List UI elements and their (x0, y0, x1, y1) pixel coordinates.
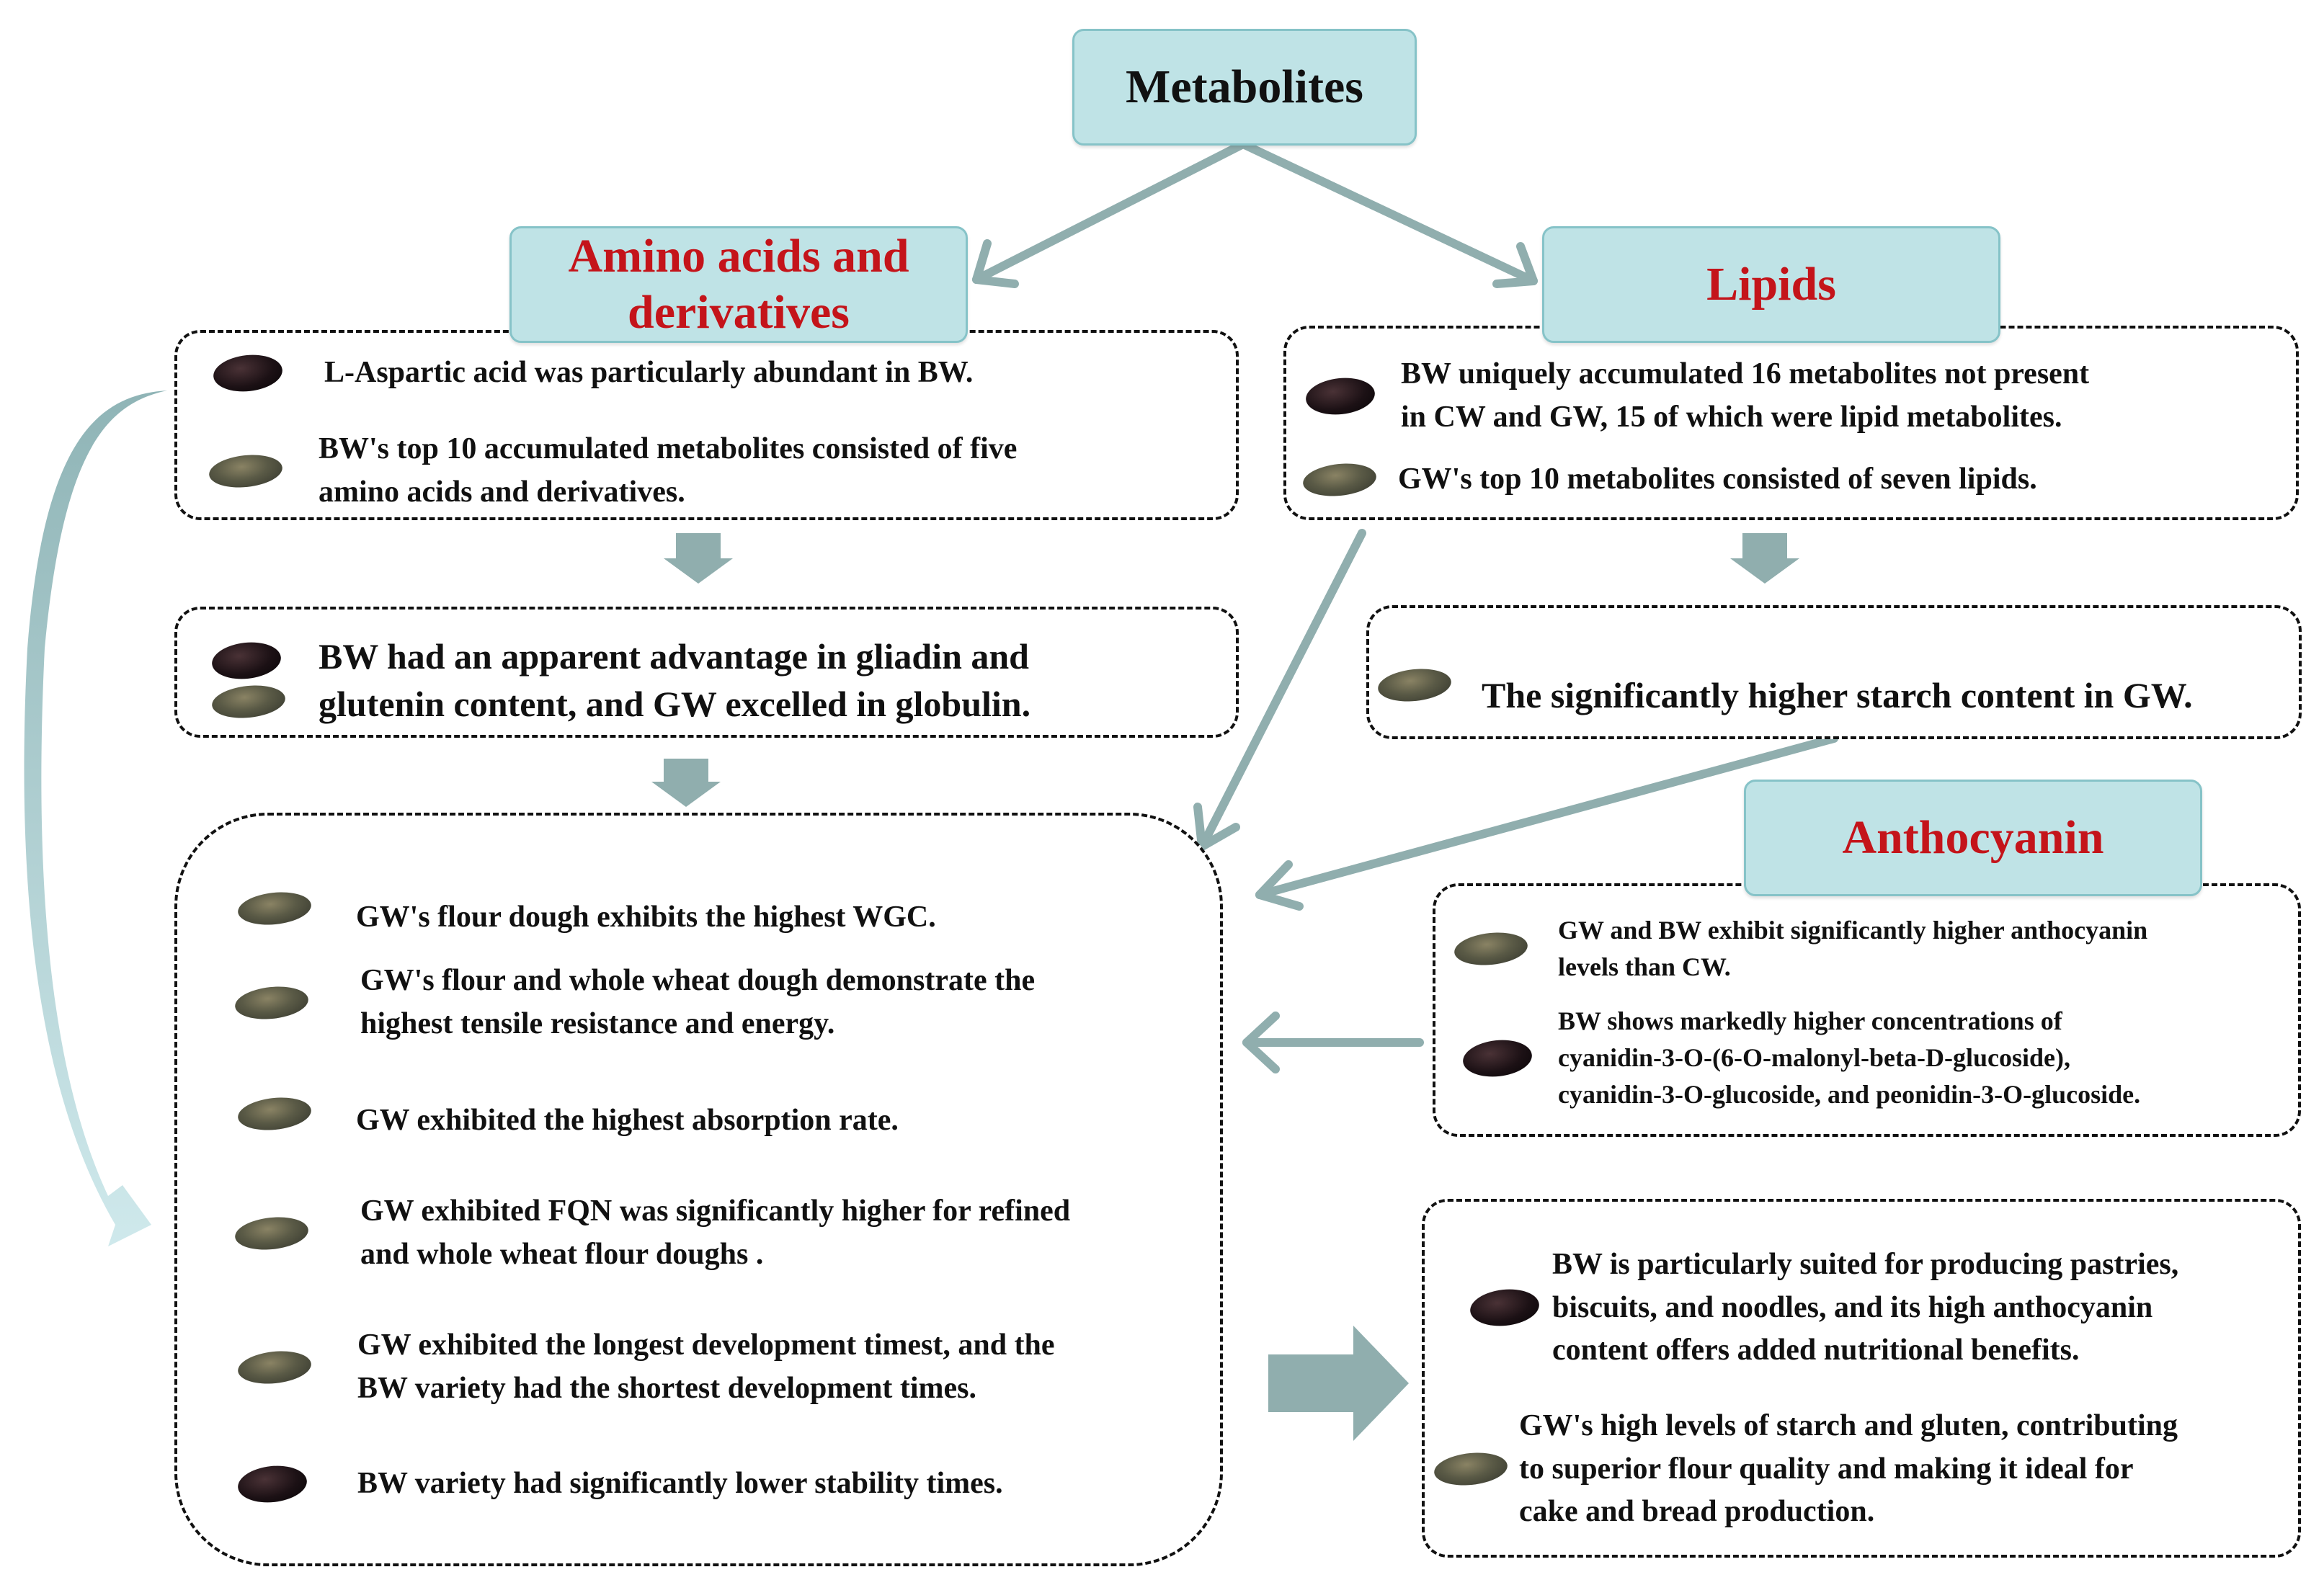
green-seed-icon (236, 888, 313, 929)
dough-item-1: GW's flour dough exhibits the highest WG… (236, 878, 936, 939)
conclusion-box (1422, 1199, 2301, 1558)
dough-item-5-text: GW exhibited the longest development tim… (357, 1329, 1055, 1405)
arrowhead-starch-dough (1255, 860, 1304, 911)
amino-item-1: L-Aspartic acid was particularly abundan… (211, 351, 974, 395)
header-lipids: Lipids (1542, 226, 2000, 343)
arrowhead-lipids-dough (1193, 803, 1240, 851)
arrow-lipids-to-dough (1198, 529, 1366, 851)
curved-arrow-amino-to-dough (24, 390, 167, 1246)
lipids-item-1: BW uniquely accumulated 16 metabolites n… (1304, 353, 2090, 439)
conclusion-item-2: GW's high levels of starch and gluten, c… (1432, 1405, 2178, 1534)
black-seed-icon (1468, 1286, 1541, 1330)
dough-item-3-text: GW exhibited the highest absorption rate… (356, 1104, 899, 1137)
anthocyanin-item-1: GW and BW exhibit significantly higher a… (1452, 912, 2148, 986)
starch-box (1366, 605, 2302, 739)
conclusion-item-1-text: BW is particularly suited for producing … (1552, 1248, 2179, 1367)
arrow-starch-to-dough (1255, 734, 1838, 899)
dough-item-2: GW's flour and whole wheat dough demonst… (233, 960, 1036, 1045)
dough-properties-box (174, 813, 1223, 1566)
starch-item: The significantly higher starch content … (1376, 648, 2193, 721)
protein-seed-pair (210, 639, 288, 722)
arrow-metabolites-to-lipids (1239, 140, 1538, 285)
green-seed-icon (1432, 1450, 1510, 1489)
dough-item-1-text: GW's flour dough exhibits the highest WG… (356, 901, 936, 934)
header-metabolites-label: Metabolites (1126, 61, 1363, 114)
dough-item-2-text: GW's flour and whole wheat dough demonst… (360, 964, 1036, 1040)
amino-item-1-text: L-Aspartic acid was particularly abundan… (324, 356, 974, 389)
protein-item: BW had an apparent advantage in gliadin … (210, 633, 1031, 728)
black-seed-icon (1304, 374, 1377, 418)
lipids-box (1283, 326, 2299, 520)
protein-box (174, 607, 1239, 738)
header-amino-label: Amino acids and derivatives (568, 230, 909, 339)
conclusion-item-1: BW is particularly suited for producing … (1468, 1244, 2179, 1372)
green-seed-icon (207, 451, 285, 491)
lipids-item-2: GW's top 10 metabolites consisted of sev… (1301, 458, 2037, 501)
green-seed-icon (233, 983, 311, 1022)
green-seed-icon (233, 1213, 311, 1253)
header-anthocyanin: Anthocyanin (1744, 780, 2202, 896)
green-seed-icon (236, 1094, 313, 1134)
conclusion-item-2-text: GW's high levels of starch and gluten, c… (1519, 1409, 2178, 1529)
header-metabolites: Metabolites (1072, 29, 1417, 146)
lipids-item-1-text: BW uniquely accumulated 16 metabolites n… (1401, 357, 2090, 434)
header-lipids-label: Lipids (1706, 258, 1836, 311)
right-arrow-conclusion (1268, 1326, 1409, 1441)
amino-item-2-text: BW's top 10 accumulated metabolites cons… (319, 432, 1018, 509)
anthocyanin-item-1-text: GW and BW exhibit significantly higher a… (1558, 916, 2148, 982)
protein-text: BW had an apparent advantage in gliadin … (319, 636, 1031, 724)
dough-item-4: GW exhibited FQN was significantly highe… (233, 1190, 1071, 1276)
amino-item-2: BW's top 10 accumulated metabolites cons… (207, 428, 1018, 514)
dough-item-5: GW exhibited the longest development tim… (236, 1324, 1055, 1410)
dough-item-6-text: BW variety had significantly lower stabi… (357, 1467, 1003, 1500)
black-seed-icon (210, 639, 283, 682)
down-arrow-lipids (1730, 533, 1799, 584)
amino-box (174, 330, 1239, 520)
dough-item-3: GW exhibited the highest absorption rate… (236, 1085, 899, 1143)
black-seed-icon (1461, 1036, 1534, 1080)
green-seed-icon (210, 682, 288, 722)
header-amino-acids: Amino acids and derivatives (509, 226, 968, 343)
arrow-metabolites-to-amino (972, 140, 1247, 284)
green-seed-icon (236, 1347, 313, 1387)
dough-item-6: BW variety had significantly lower stabi… (236, 1462, 1003, 1506)
green-seed-icon (1376, 665, 1453, 705)
black-seed-icon (211, 351, 285, 395)
starch-text: The significantly higher starch content … (1482, 675, 2193, 715)
down-arrow-protein (651, 759, 721, 807)
down-arrow-amino (664, 533, 733, 584)
black-seed-icon (236, 1462, 309, 1506)
anthocyanin-item-2-text: BW shows markedly higher concentrations … (1558, 1006, 2141, 1110)
green-seed-icon (1452, 929, 1530, 969)
green-seed-icon (1301, 460, 1379, 500)
arrowhead-lipids (1492, 242, 1538, 288)
header-anthocyanin-label: Anthocyanin (1842, 811, 2104, 865)
dough-item-4-text: GW exhibited FQN was significantly highe… (360, 1195, 1071, 1271)
lipids-item-2-text: GW's top 10 metabolites consisted of sev… (1398, 463, 2037, 496)
anthocyanin-item-2: BW shows markedly higher concentrations … (1461, 1003, 2141, 1113)
arrowhead-anthocyanin-dough (1242, 1012, 1280, 1073)
arrowhead-amino (972, 239, 1019, 288)
